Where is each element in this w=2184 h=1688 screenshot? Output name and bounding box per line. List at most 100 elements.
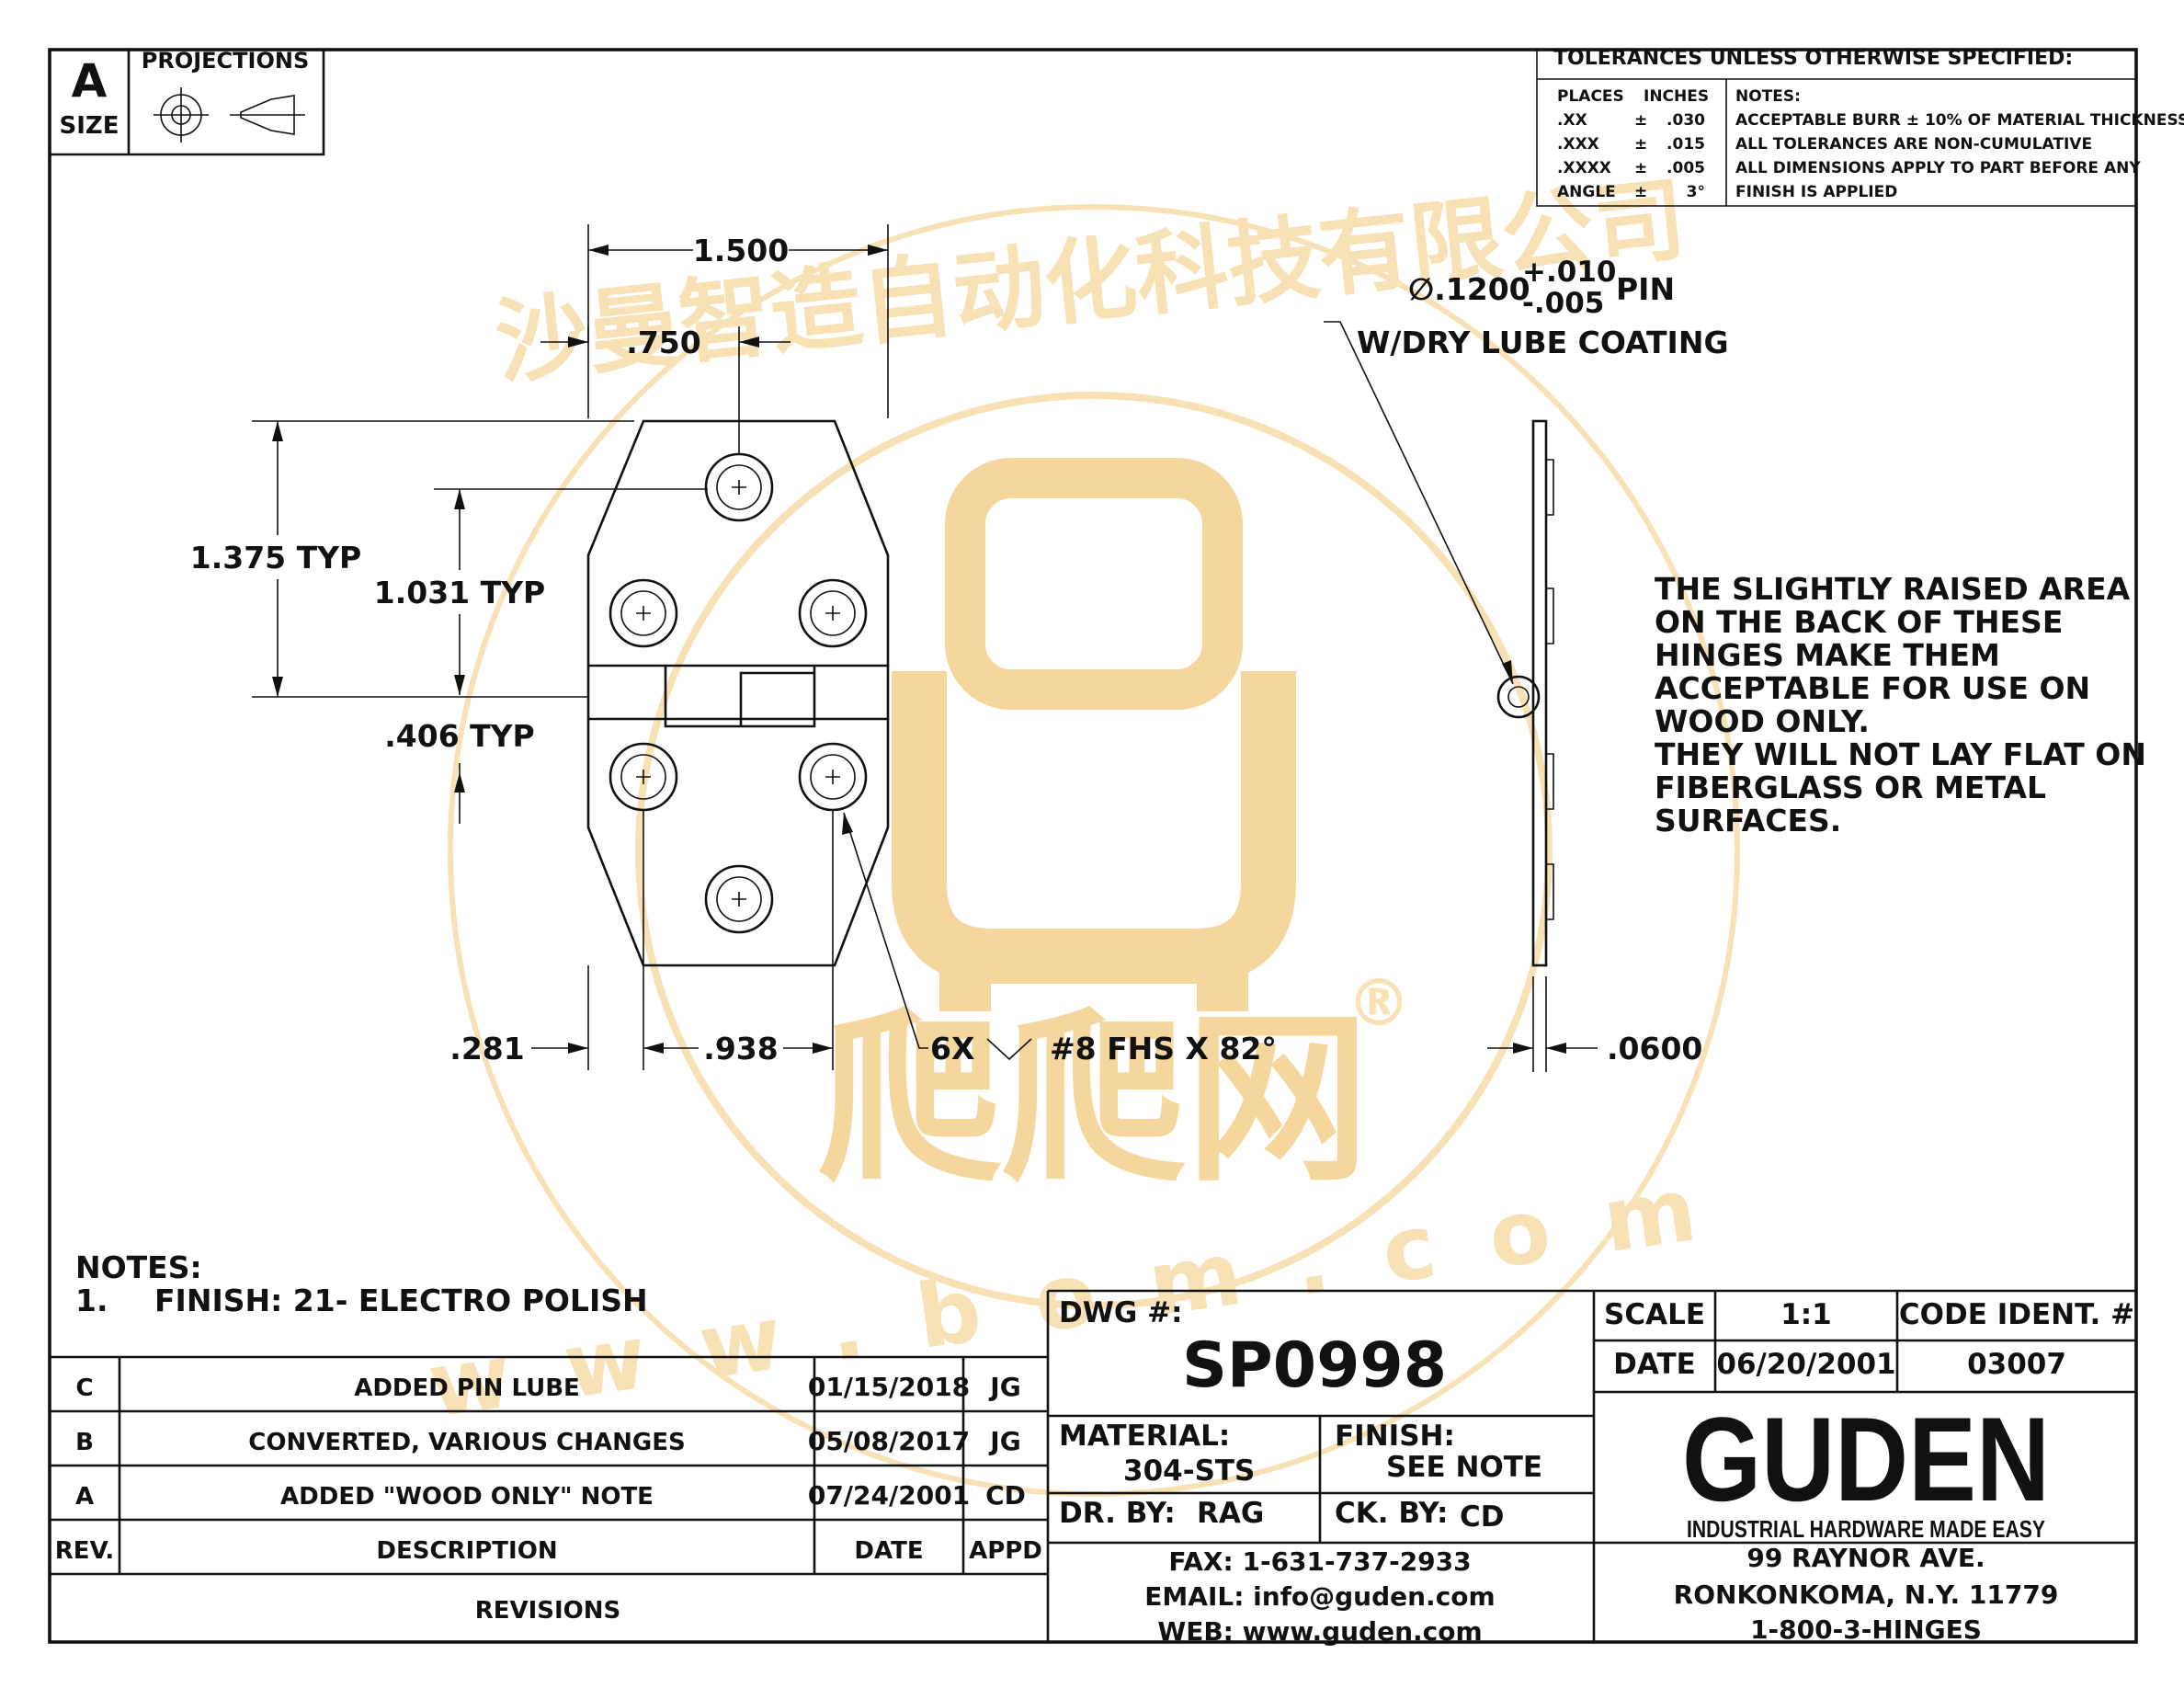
side-note: THE SLIGHTLY RAISED AREA ON THE BACK OF … [1655,571,2146,838]
side-note-line: WOOD ONLY. [1655,703,1870,739]
watermark-registered-mark: ® [1347,965,1411,1041]
hinge-knuckle [586,664,890,728]
side-note-line: THE SLIGHTLY RAISED AREA [1655,571,2131,607]
dim-width-total: 1.500 [693,233,789,268]
tolerances-row-value: .030 [1666,111,1705,130]
checked-by-label: CK. BY: [1335,1497,1448,1530]
revision-description: ADDED PIN LUBE [354,1374,580,1402]
watermark-robot-body [892,671,1296,984]
revision-description: ADDED "WOOD ONLY" NOTE [280,1483,654,1511]
dim-pin-coating: W/DRY LUBE COATING [1357,325,1729,360]
revision-appd: JG [988,1426,1020,1456]
revision-date: 07/24/2001 [808,1480,970,1511]
note-text: FINISH: 21- ELECTRO POLISH [154,1283,648,1318]
general-notes: NOTES: 1. FINISH: 21- ELECTRO POLISH [75,1249,648,1318]
material-value: 304-STS [1123,1454,1255,1488]
watermark-brand-text: BOM [1015,569,1173,640]
code-ident-value: 03007 [1967,1348,2066,1381]
side-note-line: SURFACES. [1655,803,1841,838]
tolerances-row-pm: ± [1634,111,1647,130]
address-line-1: 99 RAYNOR AVE. [1746,1543,1985,1573]
phone-number: 1-800-3-HINGES [1750,1614,1982,1645]
side-note-line: THEY WILL NOT LAY FLAT ON [1655,736,2146,772]
tolerances-row-pm: ± [1634,159,1647,177]
dim-screw-spec: #8 FHS X 82° [1050,1031,1277,1066]
dim-screw-count: 6X [930,1031,974,1066]
revisions-table: C ADDED PIN LUBE 01/15/2018 JG B CONVERT… [50,1355,1048,1625]
tolerances-row-value: 3° [1687,183,1705,201]
logo-text: GUDEN [1682,1392,2050,1526]
tolerances-col-inches: INCHES [1644,87,1709,106]
hinge-front-view [586,419,890,967]
code-ident-label: CODE IDENT. # [1899,1298,2134,1331]
tolerances-col-places: PLACES [1557,87,1624,106]
watermark-robot-feet [939,956,1248,1011]
dim-pin-tol-minus: -.005 [1522,287,1604,320]
dim-pin-diameter: ∅.1200 [1408,271,1530,307]
tolerances-row-pm: ± [1634,183,1647,201]
revision-header-date: DATE [854,1537,923,1565]
watermark-characters: 爬爬网 [818,993,1370,1207]
email-address: EMAIL: info@guden.com [1144,1581,1495,1612]
revision-date: 05/08/2017 [808,1426,970,1456]
size-projections-box: A SIZE PROJECTIONS [50,48,325,156]
drawn-by-value: RAG [1197,1497,1264,1530]
fax-number: FAX: 1-631-737-2933 [1168,1546,1471,1577]
dim-pin-tol-plus: +.010 [1522,256,1616,289]
countersunk-hole [704,452,774,522]
finish-label: FINISH: [1335,1420,1455,1453]
size-letter: A [72,54,108,108]
revision-header-rev: REV. [55,1537,114,1565]
revision-description: CONVERTED, VARIOUS CHANGES [248,1429,685,1456]
pin-circle [1507,686,1530,708]
tolerances-row-pm: ± [1634,135,1647,154]
guden-logo: GUDEN INDUSTRIAL HARDWARE MADE EASY [1682,1392,2050,1543]
revision-appd: JG [988,1372,1020,1402]
hinge-bottom-leaf [586,719,890,967]
dim-hole-spacing: .938 [703,1031,778,1066]
scale-label: SCALE [1604,1298,1705,1331]
dim-hole-center: .750 [626,325,700,360]
finish-value: SEE NOTE [1386,1451,1542,1484]
address-line-2: RONKONKOMA, N.Y. 11779 [1674,1580,2059,1610]
revision-appd: CD [985,1480,1026,1511]
dimensions: 1.500 .750 1.375 TYP 1.031 TYP .406 TYP … [190,224,1729,1072]
date-value: 06/20/2001 [1716,1348,1895,1381]
countersink-symbol [986,1038,1032,1061]
material-label: MATERIAL: [1059,1420,1230,1453]
date-label: DATE [1613,1348,1696,1381]
tolerances-note: ALL DIMENSIONS APPLY TO PART BEFORE ANY [1735,159,2141,177]
revision-header-appd: APPD [969,1537,1042,1565]
hinge-side-view [1496,419,1554,967]
website-address: WEB: www.guden.com [1157,1616,1482,1647]
tolerances-row-places: .XXXX [1557,159,1611,177]
revision-date: 01/15/2018 [808,1372,970,1402]
watermark-robot-head [945,458,1243,710]
dim-height-outer: 1.375 TYP [190,540,361,576]
tolerances-note: ALL TOLERANCES ARE NON-CUMULATIVE [1735,135,2092,154]
projections-label: PROJECTIONS [142,48,309,74]
dim-thickness: .0600 [1607,1031,1702,1066]
scale-value: 1:1 [1780,1298,1832,1331]
countersunk-hole [798,742,868,812]
revision-header-description: DESCRIPTION [376,1537,557,1565]
tolerances-row-value: .005 [1666,159,1705,177]
revision-rev: C [75,1374,93,1402]
title-block: DWG #: SP0998 SCALE 1:1 CODE IDENT. # DA… [1046,1289,2136,1647]
dim-knuckle: .406 TYP [384,718,535,754]
tolerances-note: ACCEPTABLE BURR ± 10% OF MATERIAL THICKN… [1735,111,2184,130]
tolerances-row-value: .015 [1666,135,1705,154]
side-note-line: ON THE BACK OF THESE [1655,604,2063,640]
side-note-line: FIBERGLASS OR METAL [1655,770,2046,805]
side-note-line: HINGES MAKE THEM [1655,637,2000,673]
revisions-title: REVISIONS [475,1597,621,1625]
notes-heading: NOTES: [75,1249,202,1285]
dwg-number: SP0998 [1182,1329,1447,1402]
size-label: SIZE [59,112,119,140]
dim-pin-label: PIN [1616,271,1675,307]
checked-by-value: CD [1460,1500,1504,1534]
revision-rev: A [75,1483,94,1511]
hinge-top-leaf [586,419,890,666]
countersunk-hole [704,864,774,934]
